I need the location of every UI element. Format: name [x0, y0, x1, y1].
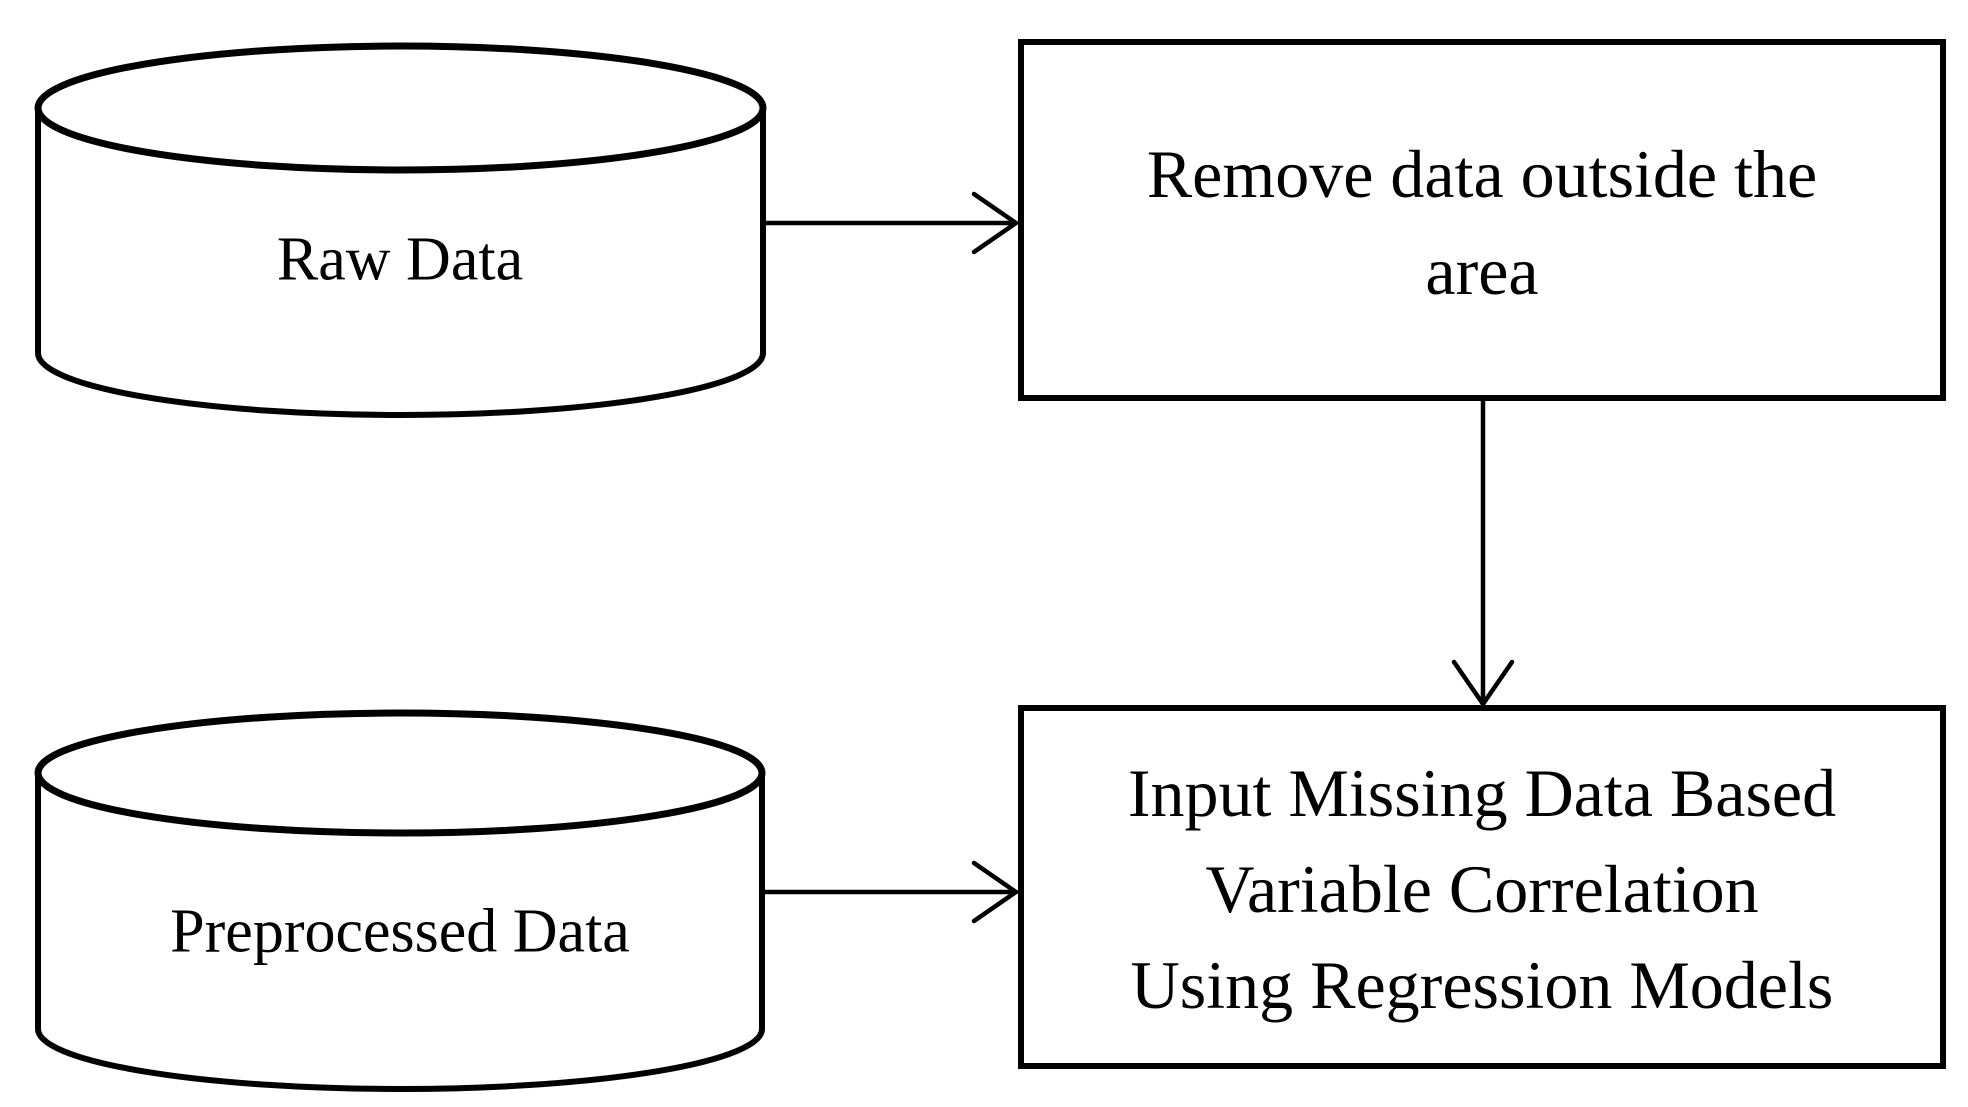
impute-label-line1: Input Missing Data Based	[1128, 755, 1836, 831]
arrowhead-down-icon	[1451, 659, 1515, 708]
raw-data-label: Raw Data	[277, 226, 523, 294]
database-cylinder-top	[34, 709, 766, 837]
process-box	[1018, 705, 1946, 1069]
remove-data-label-line2: area	[1425, 233, 1538, 309]
preprocessed-data-label: Preprocessed Data	[170, 898, 630, 966]
raw-data-cylinder-node: Raw Data	[34, 42, 767, 418]
remove-data-label-line1: Remove data outside the	[1147, 136, 1817, 212]
process-box	[1018, 39, 1946, 401]
arrow-remove-to-impute	[1451, 400, 1515, 708]
impute-label-line2: Variable Correlation	[1205, 851, 1758, 927]
database-cylinder-body	[35, 773, 765, 1092]
preprocessed-data-cylinder-node: Preprocessed Data	[34, 709, 766, 1092]
arrow-raw-to-remove	[763, 191, 1020, 255]
arrow-preprocessed-to-impute	[762, 860, 1020, 924]
remove-data-box-node: Remove data outside the area	[1018, 39, 1946, 401]
impute-label-line3: Using Regression Models	[1131, 947, 1834, 1023]
arrowhead-right-icon	[971, 860, 1020, 924]
database-cylinder-body	[35, 108, 766, 418]
impute-missing-data-box-node: Input Missing Data Based Variable Correl…	[1018, 705, 1946, 1069]
database-cylinder-top	[34, 42, 767, 174]
arrowhead-right-icon	[971, 191, 1020, 255]
